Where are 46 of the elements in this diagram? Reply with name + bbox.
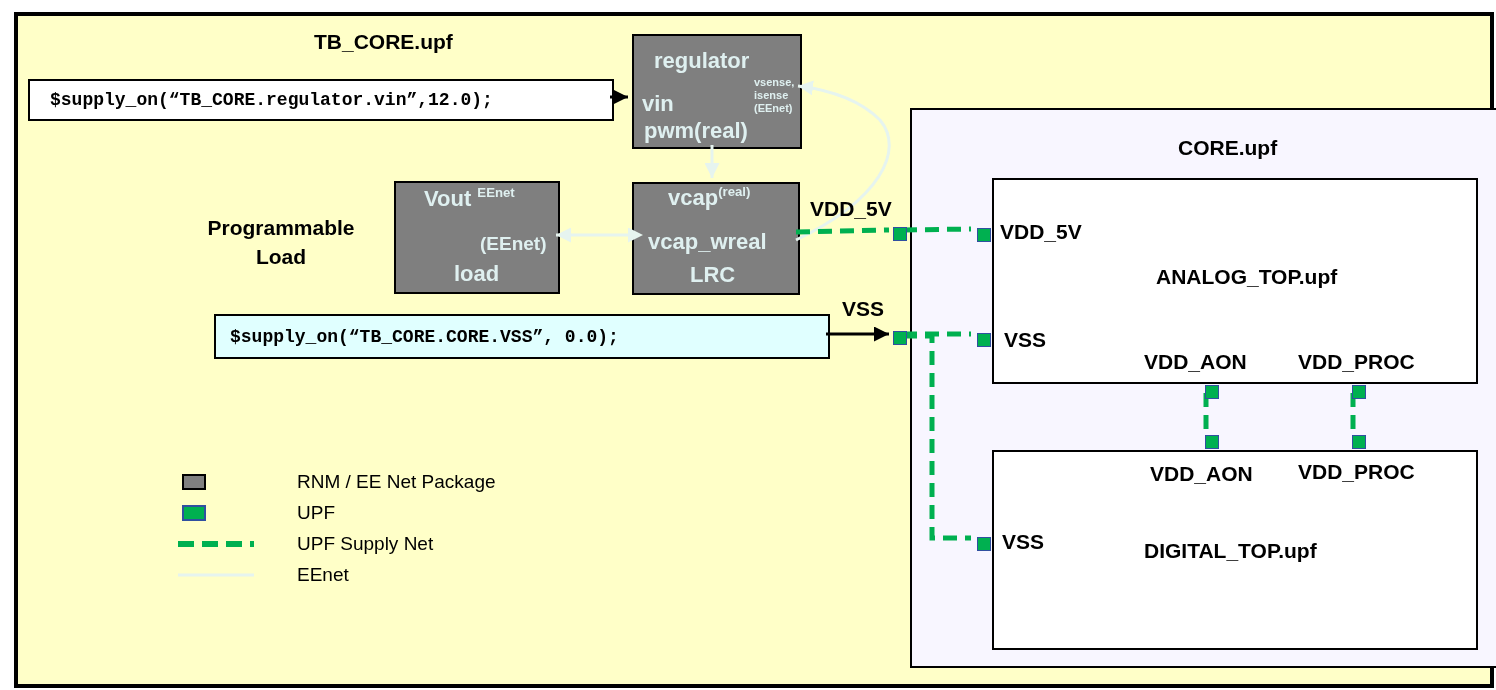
port-label: VDD_5V — [1000, 220, 1082, 244]
arrow — [704, 145, 720, 178]
legend-label: UPF — [297, 502, 335, 524]
block-frame — [14, 12, 1494, 688]
block-frame — [910, 108, 1496, 668]
frame-title: DIGITAL_TOP.upf — [1144, 539, 1317, 563]
supply-net-line — [795, 227, 890, 235]
port-label: VSS — [842, 297, 885, 321]
arrow — [610, 89, 628, 105]
pin-label: vcap_wreal — [648, 229, 767, 255]
arrow — [826, 326, 889, 342]
block-frame — [992, 450, 1478, 650]
pin-label: (EEnet) — [480, 233, 547, 255]
pin-label: vcap$^{(real)}$ — [668, 184, 751, 212]
supply-net-line — [1350, 393, 1356, 429]
port-label: VDD_AON — [1150, 462, 1253, 486]
legend-label: UPF Supply Net — [297, 533, 434, 555]
legend-label: EEnet — [297, 564, 349, 586]
port-label: VDD_5V — [810, 197, 892, 221]
block-title: load — [454, 261, 500, 287]
code-box — [214, 314, 830, 359]
model-block — [632, 34, 802, 149]
frame-title: ANALOG_TOP.upf — [1156, 265, 1338, 289]
supply-net-line — [1203, 393, 1209, 429]
frame-title: CORE.upf — [1178, 136, 1278, 160]
pin-label: pwm(real) — [644, 118, 748, 144]
port-label: VDD_PROC — [1298, 460, 1415, 484]
block-title: LRC — [690, 262, 736, 288]
port-label: VSS — [1002, 530, 1045, 554]
arrow — [556, 227, 643, 243]
code-text: $supply_on(“TB_CORE.regulator.vin”,12.0); — [50, 90, 493, 110]
side-caption: Programmable Load — [206, 215, 356, 270]
port-label: VDD_PROC — [1298, 350, 1415, 374]
model-block — [632, 182, 800, 295]
pin-label: Vout $^{EEnet}$ — [424, 185, 515, 213]
block-frame — [992, 178, 1478, 384]
code-box — [28, 79, 614, 121]
code-text: $supply_on(“TB_CORE.CORE.VSS”, 0.0); — [230, 327, 619, 347]
block-title: regulator — [654, 48, 750, 74]
port-label: VDD_AON — [1144, 350, 1247, 374]
arrow — [795, 80, 891, 242]
legend-label: RNM / EE Net Package — [297, 471, 496, 493]
frame-title: TB_CORE.upf — [314, 30, 453, 54]
pin-label: vsense, isense (EEnet) — [754, 76, 796, 115]
pin-label: vin — [642, 91, 674, 117]
port-label: VSS — [1004, 328, 1047, 352]
